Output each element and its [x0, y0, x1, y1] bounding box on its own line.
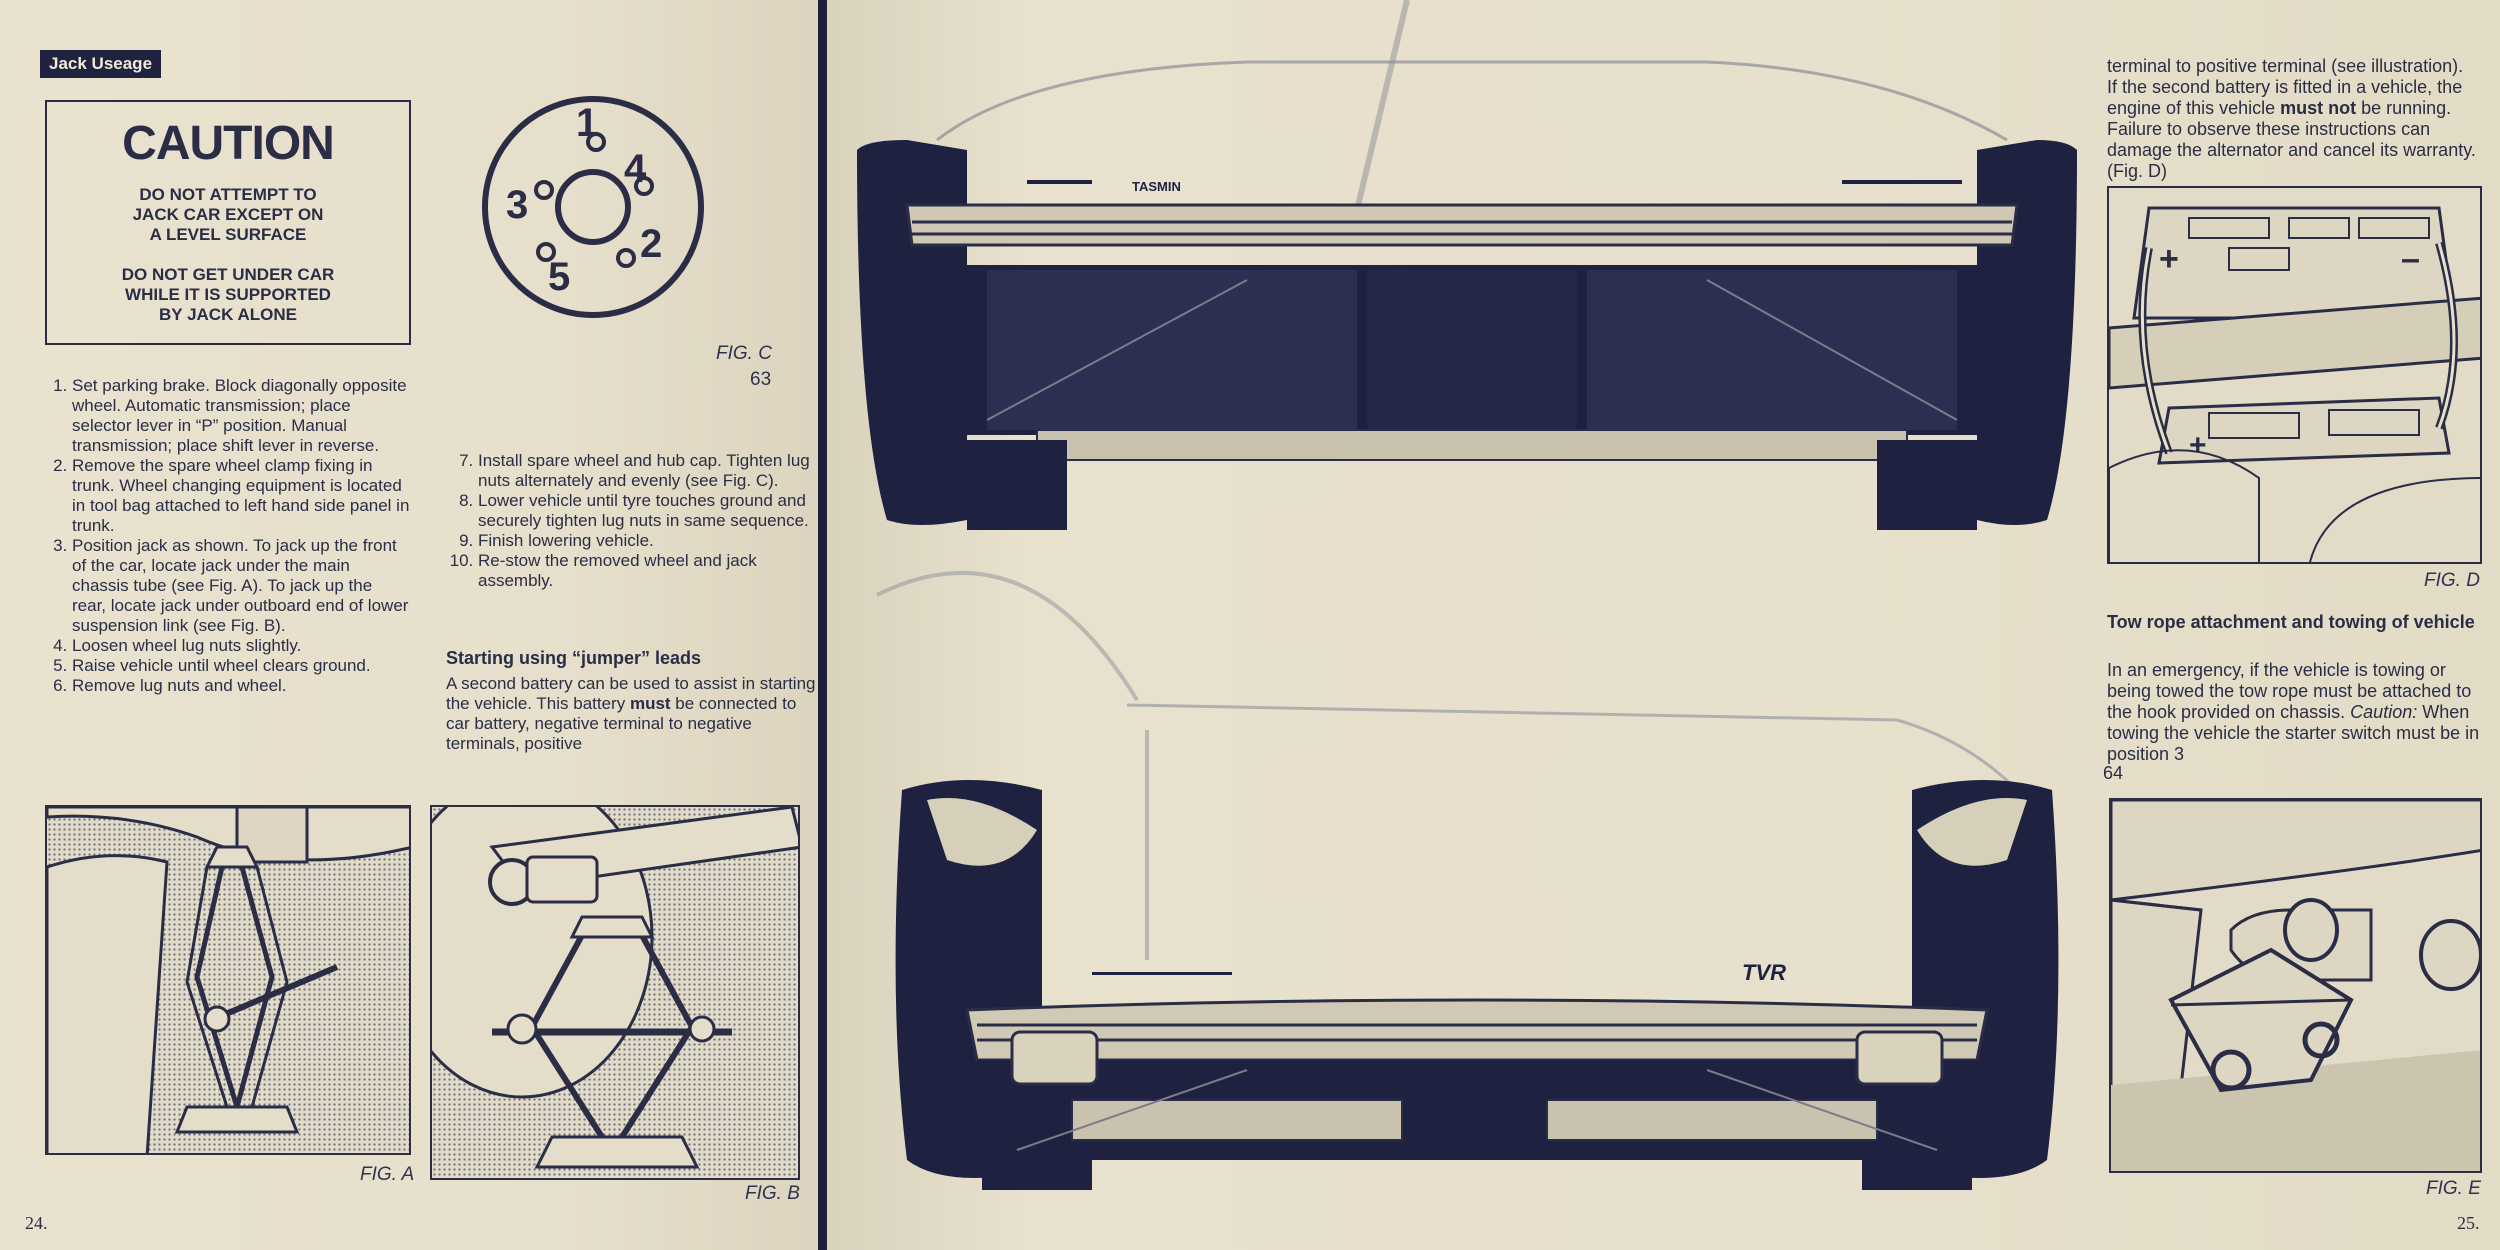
caution-line: DO NOT ATTEMPT TO	[139, 185, 317, 204]
fig-d-label: FIG. D	[2424, 570, 2480, 591]
caution-label: Caution:	[2350, 702, 2418, 722]
lug-number: 2	[640, 222, 662, 266]
car-front-view: TVR	[876, 571, 2059, 1190]
step-item: Install spare wheel and hub cap. Tighten…	[478, 451, 818, 491]
jack-front-drawing	[47, 807, 409, 1153]
fig-e-illustration	[2109, 798, 2482, 1173]
page-number-left: 24.	[25, 1213, 48, 1233]
jumper-text-emphasis: must	[629, 694, 671, 713]
jumper-leads-text: A second battery can be used to assist i…	[446, 674, 818, 754]
text-part: In an emergency, if the vehicle is towin…	[2107, 660, 2472, 722]
jack-rear-drawing	[432, 807, 798, 1169]
lug-nut-sequence-diagram: 1 2 3 4 5	[482, 96, 704, 318]
battery-plus-label-2: +	[2189, 429, 2207, 462]
step-item: Remove the spare wheel clamp fixing in t…	[72, 456, 410, 536]
lug-number: 1	[576, 101, 598, 145]
step-item: Raise vehicle until wheel clears ground.	[72, 656, 410, 676]
page-gutter	[818, 0, 827, 1250]
fig-e-label: FIG. E	[2426, 1178, 2481, 1199]
tow-page-ref: 64	[2103, 763, 2124, 783]
battery-plus-label: +	[2159, 240, 2179, 278]
caution-line: WHILE IT IS SUPPORTED	[125, 285, 331, 304]
step-item: Loosen wheel lug nuts slightly.	[72, 636, 410, 656]
fig-a-label: FIG. A	[360, 1164, 415, 1185]
tow-rope-heading: Tow rope attachment and towing of vehicl…	[2107, 612, 2475, 632]
car-rear-and-front-views: TASMIN TVR	[857, 0, 2077, 1190]
caution-line: DO NOT GET UNDER CAR	[121, 265, 335, 284]
battery-jumper-drawing: + – +	[2109, 206, 2480, 562]
caution-line: JACK CAR EXCEPT ON	[132, 205, 324, 224]
battery-minus-label: –	[2401, 240, 2420, 278]
step-item: Remove lug nuts and wheel.	[72, 676, 410, 696]
step-item: Set parking brake. Block diagonally oppo…	[72, 376, 410, 456]
text-part: be running. Failure to observe these ins…	[2107, 98, 2476, 181]
tow-rope-text: In an emergency, if the vehicle is towin…	[2107, 660, 2482, 765]
caution-box: CAUTION DO NOT ATTEMPT TO JACK CAR EXCEP…	[45, 100, 411, 345]
text-part: When towing the vehicle the starter swit…	[2107, 702, 2480, 764]
caution-line: BY JACK ALONE	[159, 305, 297, 324]
right-page: TASMIN TVR terminal to posi	[827, 0, 2500, 1250]
tow-hook-drawing	[2111, 800, 2480, 1171]
page-number-right: 25.	[2457, 1213, 2480, 1233]
rear-badge: TASMIN	[1132, 179, 1181, 194]
step-item: Re-stow the removed wheel and jack assem…	[478, 551, 818, 591]
fig-c-label: FIG. C	[716, 343, 772, 364]
jack-steps-part1: Set parking brake. Block diagonally oppo…	[40, 376, 410, 696]
fig-b-illustration	[430, 805, 800, 1180]
section-tag: Jack Useage	[40, 50, 162, 78]
lug-number: 3	[506, 183, 528, 227]
text-emphasis: must not	[2280, 98, 2357, 118]
text-part: terminal to positive terminal (see illus…	[2107, 56, 2464, 118]
lug-number: 5	[548, 255, 570, 299]
caution-title: CAUTION	[122, 117, 335, 170]
jumper-leads-heading: Starting using “jumper” leads	[446, 648, 702, 668]
jumper-text-part: be connected to car battery, negative te…	[446, 694, 797, 753]
step-item: Position jack as shown. To jack up the f…	[72, 536, 410, 636]
car-rear-view: TASMIN	[857, 0, 2077, 530]
step-item: Finish lowering vehicle.	[478, 531, 818, 551]
fig-a-illustration	[45, 805, 411, 1155]
front-badge: TVR	[1742, 960, 1786, 985]
lug-number: 4	[624, 147, 647, 191]
jack-steps-part2: Install spare wheel and hub cap. Tighten…	[446, 451, 818, 591]
left-page: Jack Useage CAUTION DO NOT ATTEMPT TO JA…	[0, 0, 818, 1250]
jumper-text-part: A second battery can be used to assist i…	[446, 674, 816, 713]
fig-b-label: FIG. B	[745, 1183, 800, 1204]
fig-d-illustration: + – +	[2107, 186, 2482, 564]
caution-line: A LEVEL SURFACE	[149, 225, 307, 244]
step-item: Lower vehicle until tyre touches ground …	[478, 491, 818, 531]
fig-c-number: 63	[750, 369, 772, 390]
jumper-leads-continued-text: terminal to positive terminal (see illus…	[2107, 56, 2477, 182]
